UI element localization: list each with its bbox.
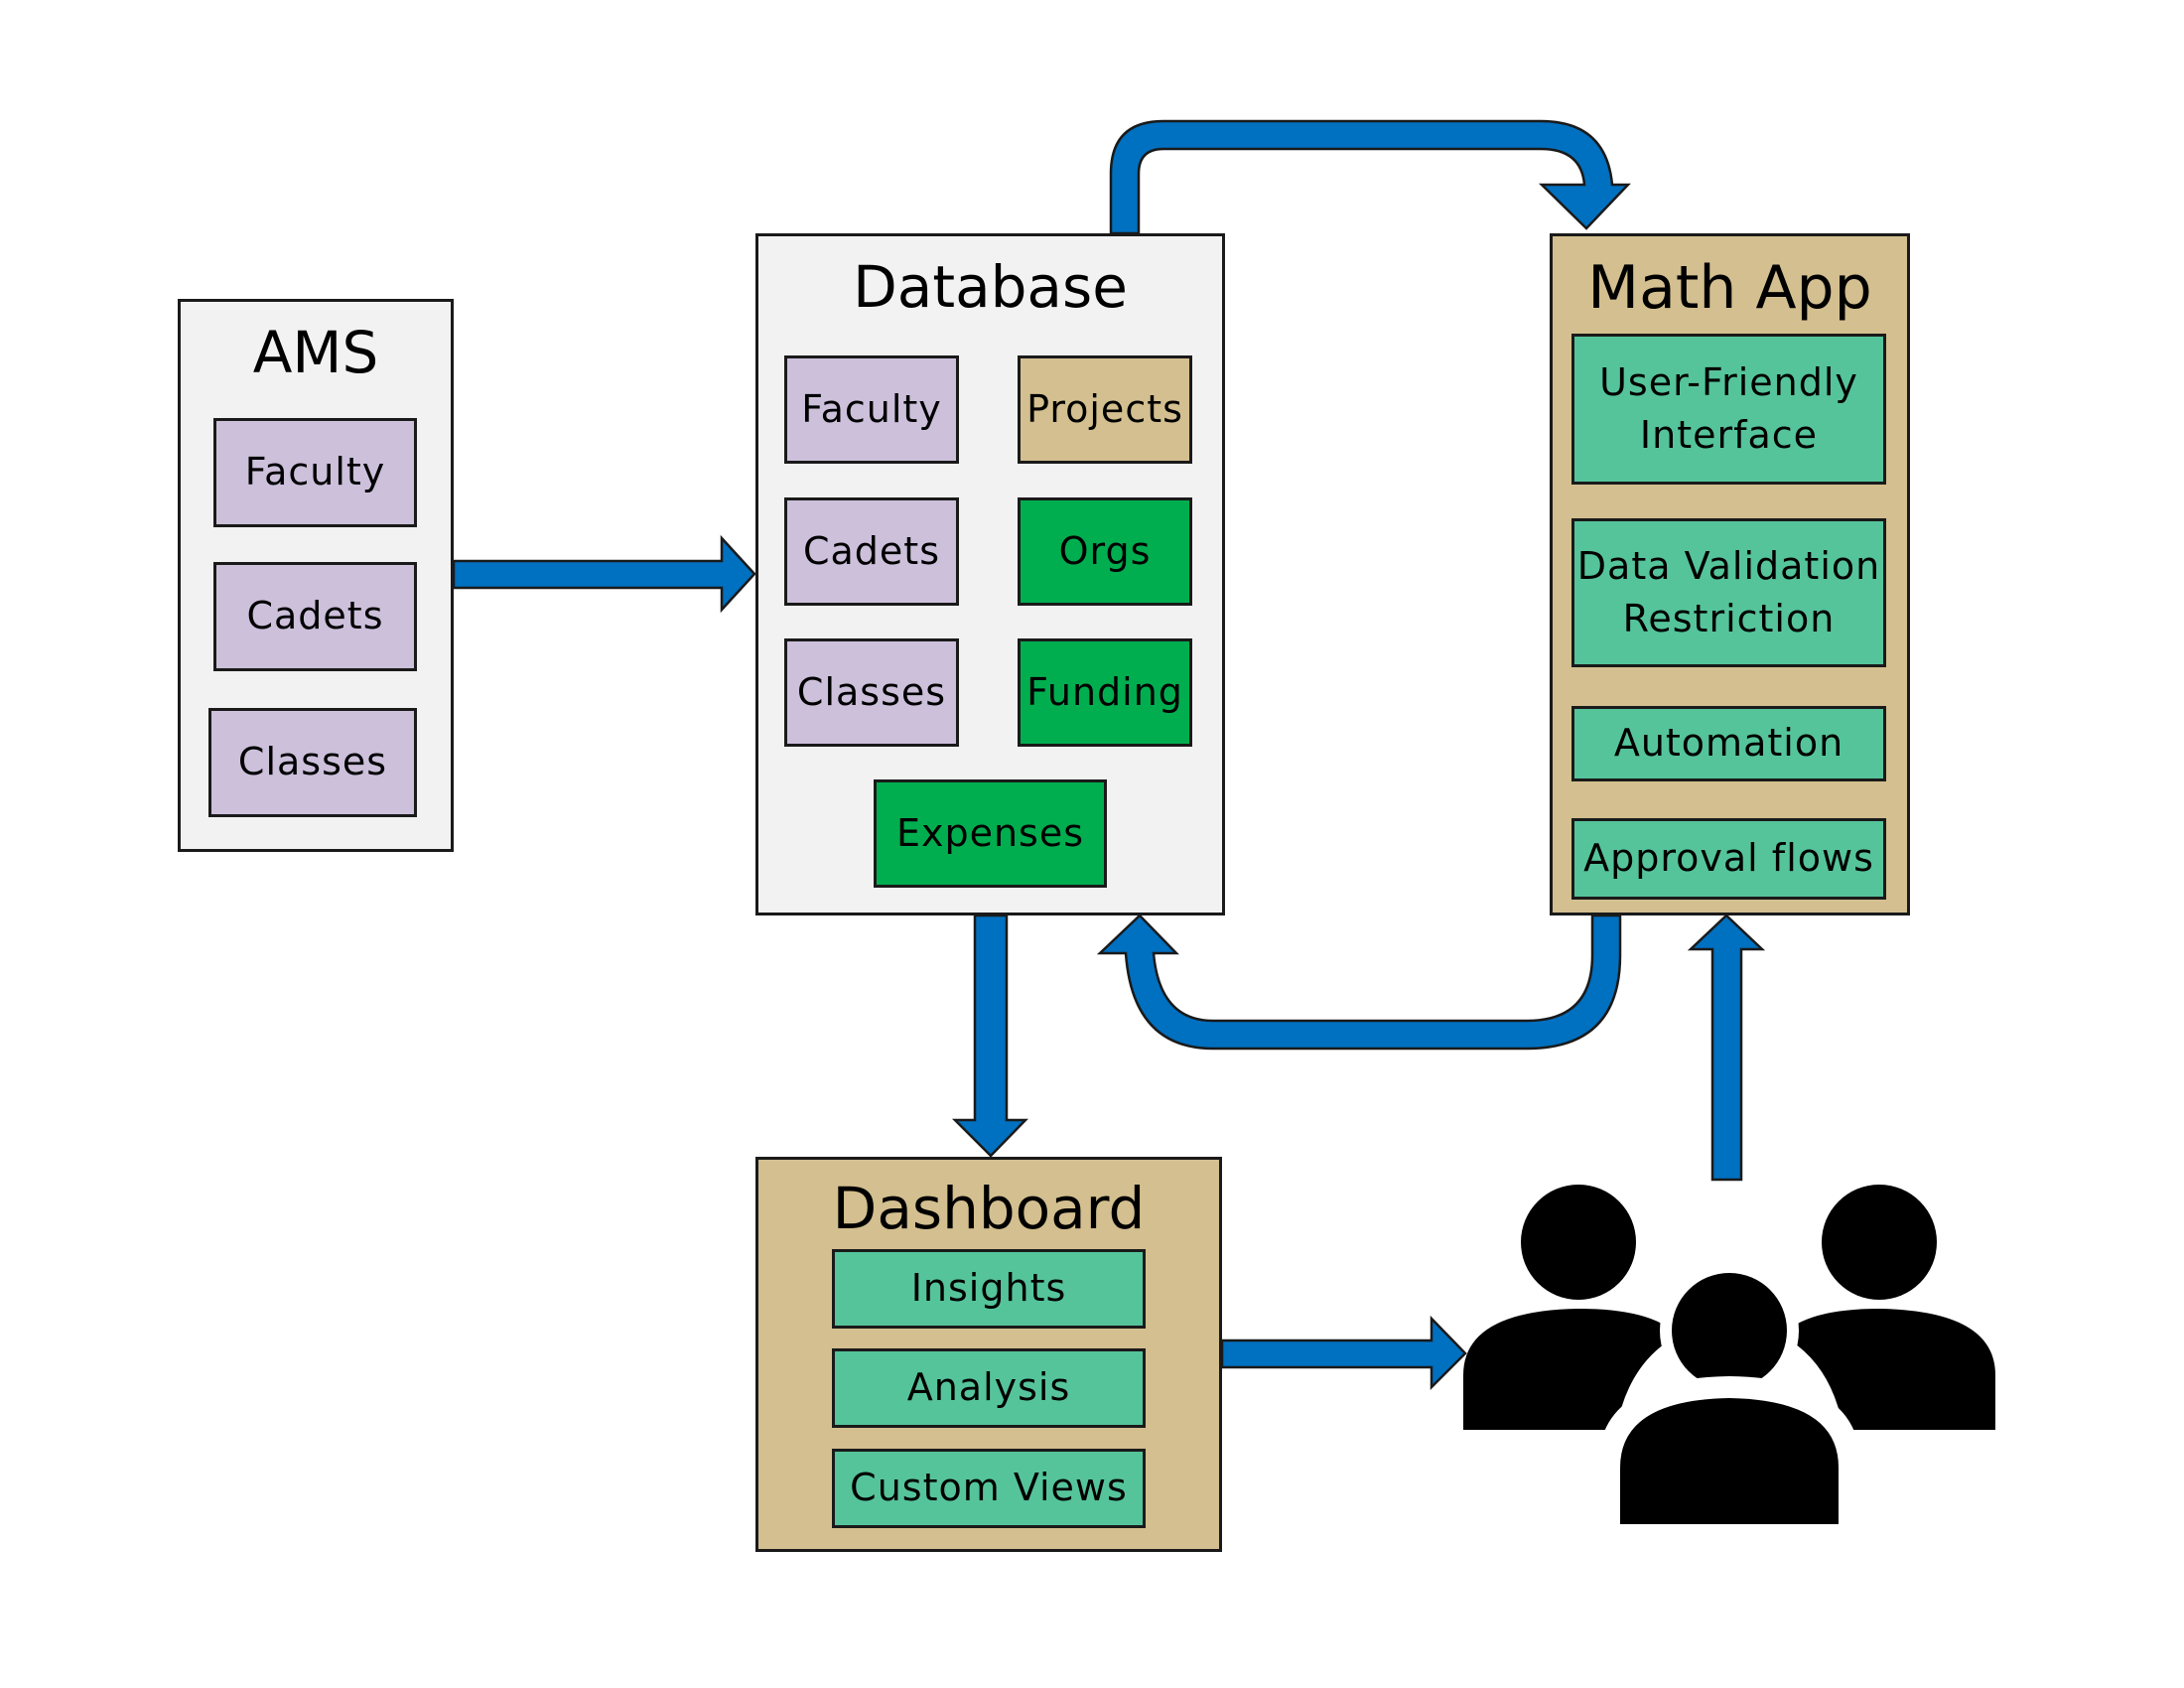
math-app-title: Math App [1587, 253, 1872, 323]
arrow-math-app-to-database-body [1096, 914, 1622, 1051]
ams-item-cadets: Cadets [213, 562, 417, 671]
ams-title: AMS [252, 319, 379, 386]
arrow-dashboard-to-users [1220, 1315, 1467, 1391]
dashboard-item-insights: Insights [832, 1249, 1146, 1329]
database-item-classes: Classes [784, 638, 959, 747]
database-item-projects: Projects [1018, 355, 1192, 464]
math-app-item-user-friendly-interface: User-Friendly Interface [1571, 334, 1886, 485]
arrow-ams-to-database [452, 534, 756, 614]
dashboard-item-analysis: Analysis [832, 1348, 1146, 1428]
math-app-item-data-validation-restriction: Data Validation Restriction [1571, 518, 1886, 667]
database-item-orgs: Orgs [1018, 497, 1192, 606]
database-item-funding: Funding [1018, 638, 1192, 747]
database-item-cadets: Cadets [784, 497, 959, 606]
arrow-database-to-math-app [1109, 119, 1631, 235]
arrow-users-to-math-app [1687, 914, 1766, 1182]
database-item-expenses: Expenses [874, 779, 1107, 888]
arrow-math-app-to-database [1140, 915, 1592, 1021]
database-title: Database [853, 253, 1128, 321]
ams-item-faculty: Faculty [213, 418, 417, 527]
math-app-item-automation: Automation [1571, 706, 1886, 781]
math-app-item-approval-flows: Approval flows [1571, 818, 1886, 900]
ams-item-classes: Classes [208, 708, 417, 817]
arrow-database-to-dashboard [951, 914, 1028, 1158]
users-group-icon [1463, 1185, 1995, 1524]
database-item-faculty: Faculty [784, 355, 959, 464]
dashboard-title: Dashboard [832, 1175, 1146, 1242]
dashboard-item-custom-views: Custom Views [832, 1449, 1146, 1528]
